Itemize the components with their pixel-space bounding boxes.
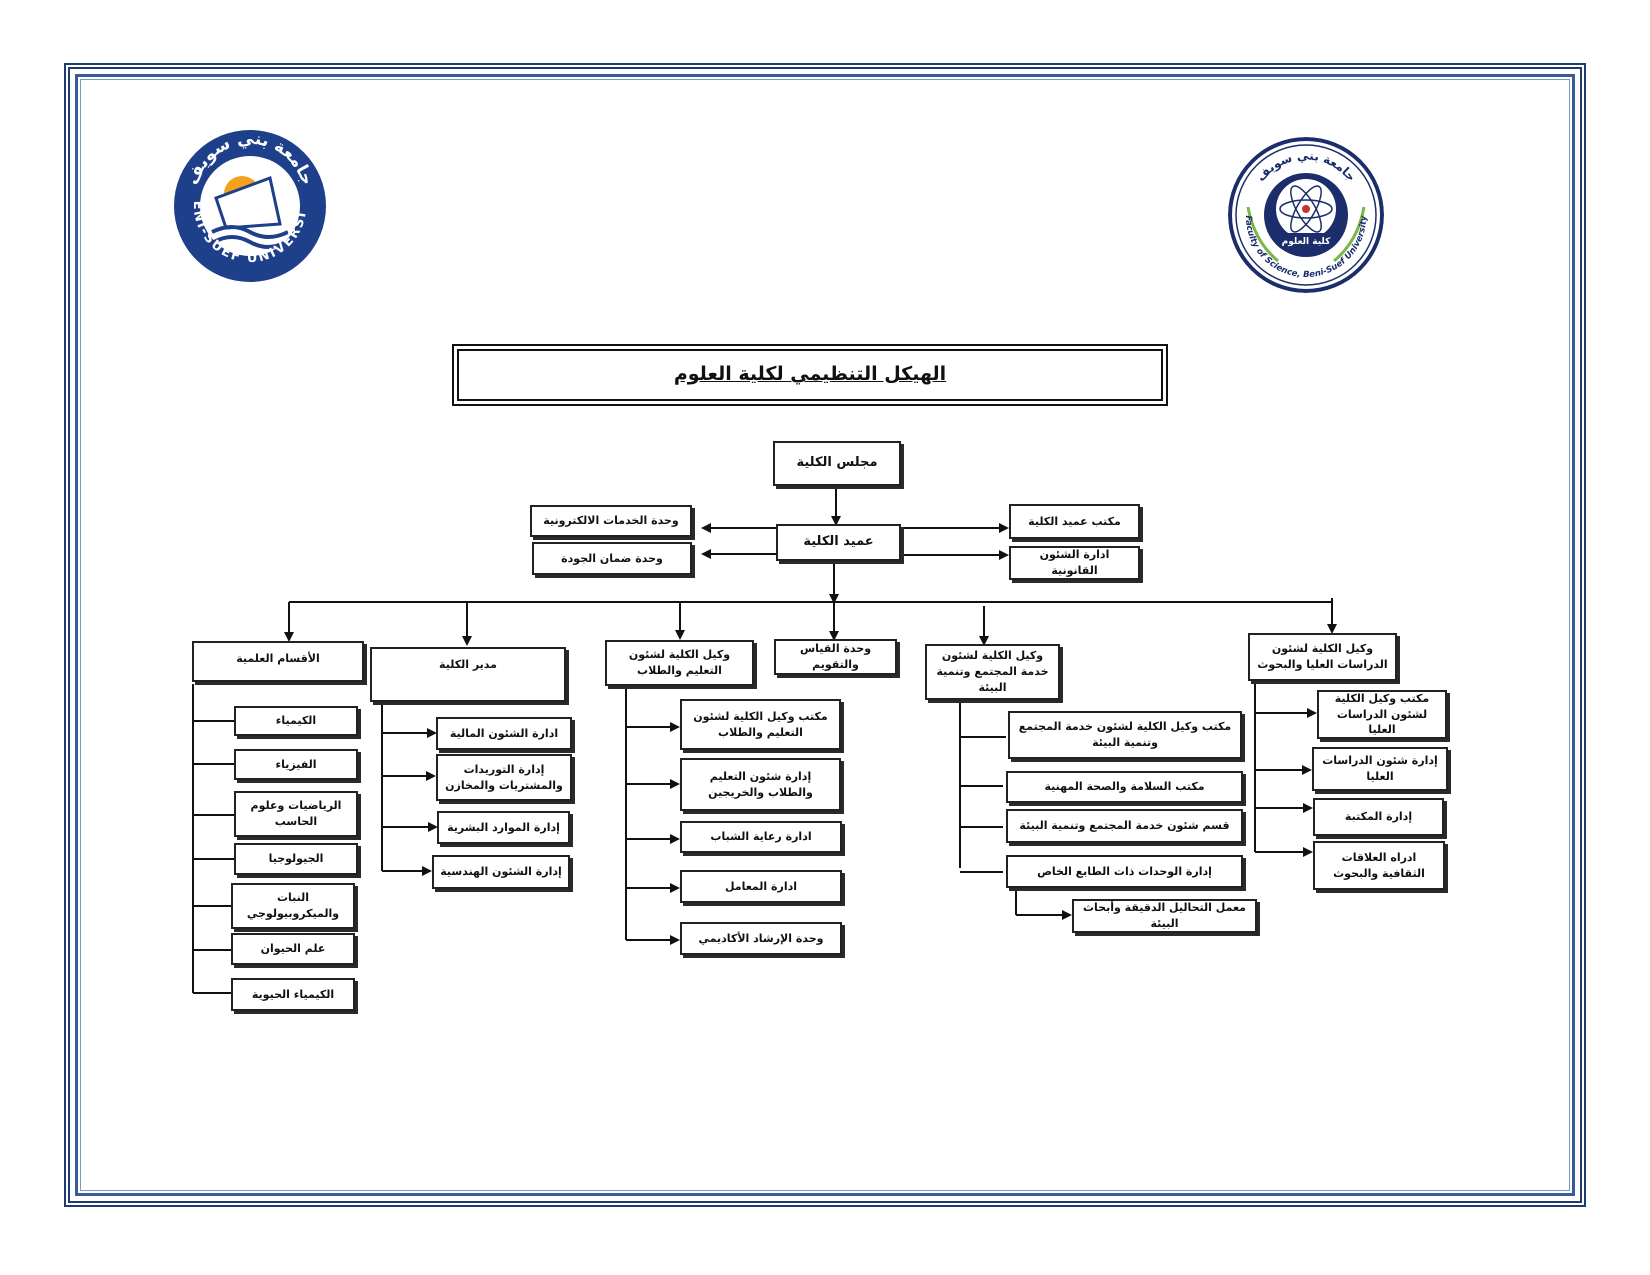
page-frame-inner-line [80,79,1570,1191]
dept-item: النبات والميكروبيولوجي [231,883,355,929]
node-quality: وحدة ضمان الجودة [532,542,692,575]
node-dean-office: مكتب عميد الكلية [1009,504,1140,539]
manager-item: إدارة الشئون الهندسية [432,855,570,889]
chart-title: الهيكل التنظيمي لكلية العلوم [452,344,1168,406]
page-frame-inner [75,74,1575,1196]
node-vice-edu: وكيل الكلية لشئون التعليم والطلاب [605,640,754,686]
edu-item: مكتب وكيل الكلية لشئون التعليم والطلاب [680,699,841,750]
node-eservices: وحدة الخدمات الالكترونية [530,505,692,537]
comm-sub-item: معمل التحاليل الدقيقة وأبحاث البيئة [1072,899,1257,933]
node-council: مجلس الكلية [773,441,901,486]
node-vice-comm: وكيل الكلية لشئون خدمة المجتمع وتنمية ال… [925,644,1060,700]
dept-item: الرياضيات وعلوم الحاسب [234,791,358,837]
grad-item: مكتب وكيل الكلية لشئون الدراسات العليا [1317,690,1447,739]
grad-item: ادراه العلاقات الثقافية والبحوث [1313,841,1445,890]
dept-item: علم الحيوان [231,933,355,965]
edu-item: وحدة الإرشاد الأكاديمي [680,922,842,955]
grad-item: إدارة شئون الدراسات العليا [1312,747,1448,791]
edu-item: ادارة رعاية الشباب [680,821,842,853]
edu-item: إدارة شئون التعليم والطلاب والخريجين [680,758,841,811]
dept-item: الكيمياء [234,706,358,736]
edu-item: ادارة المعامل [680,870,842,903]
node-dean: عميد الكلية [776,524,901,561]
beni-suef-university-logo: BENI-SUEF UNIVERSITY جامعة بني سويف [172,128,326,282]
manager-item: إدارة التوريدات والمشتريات والمخازن [436,754,572,801]
page-frame-outer [64,63,1586,1207]
node-departments: الأقسام العلمية [192,641,364,682]
comm-item: مكتب السلامة والصحة المهنية [1006,771,1243,803]
node-legal: ادارة الشئون القانونية [1009,546,1140,580]
faculty-of-science-logo: كلية العلوم Faculty of Science, Beni-Sue… [1228,137,1384,293]
manager-item: إدارة الموارد البشرية [437,811,570,844]
manager-item: ادارة الشئون المالية [436,717,572,750]
dept-item: الجيولوجيا [234,843,358,875]
node-manager: مدير الكلية [370,647,566,702]
node-vice-grad: وكيل الكلية لشئون الدراسات العليا والبحو… [1248,633,1397,681]
grad-item: إدارة المكتبة [1313,798,1444,836]
comm-item: مكتب وكيل الكلية لشئون خدمة المجتمع وتنم… [1008,711,1242,759]
logo-right-label: كلية العلوم [1282,237,1331,247]
comm-item: إدارة الوحدات ذات الطابع الخاص [1006,855,1243,888]
node-measure: وحدة القياس والتقويم [774,639,897,675]
dept-item: الفيزياء [234,749,358,780]
dept-item: الكيمياء الحيوية [231,978,355,1011]
comm-item: قسم شئون خدمة المجتمع وتنمية البيئة [1006,809,1243,843]
